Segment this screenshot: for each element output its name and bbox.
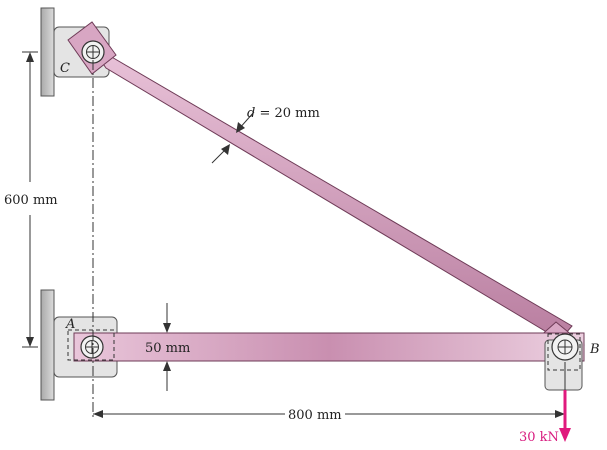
pin-c-icon bbox=[81, 40, 105, 64]
point-c-label: C bbox=[60, 61, 70, 76]
rod-diameter-symbol: d bbox=[247, 106, 255, 121]
span-dimension-label: 800 mm bbox=[288, 408, 342, 423]
pin-a-icon bbox=[80, 335, 104, 359]
upper-wall-support bbox=[40, 7, 55, 97]
bracket-a-hidden-outline bbox=[67, 329, 115, 361]
height-dimension-line bbox=[22, 51, 38, 348]
point-b-label: B bbox=[589, 342, 600, 357]
pin-b-icon bbox=[551, 333, 579, 361]
beam-depth-label: 50 mm bbox=[145, 341, 190, 356]
rod-diameter-label: d = 20 mm bbox=[247, 106, 320, 121]
height-dimension-label: 600 mm bbox=[4, 193, 58, 208]
rod-diameter-value: = 20 mm bbox=[255, 106, 320, 121]
load-label: 30 kN bbox=[519, 430, 559, 445]
load-arrow bbox=[559, 390, 571, 442]
beam-ab bbox=[73, 332, 585, 362]
lower-wall-support bbox=[40, 289, 55, 401]
point-a-label: A bbox=[65, 317, 75, 332]
rod-cb bbox=[67, 21, 585, 363]
rod-diameter-indicator bbox=[211, 111, 255, 164]
beam-depth-dimension-line bbox=[163, 303, 171, 391]
